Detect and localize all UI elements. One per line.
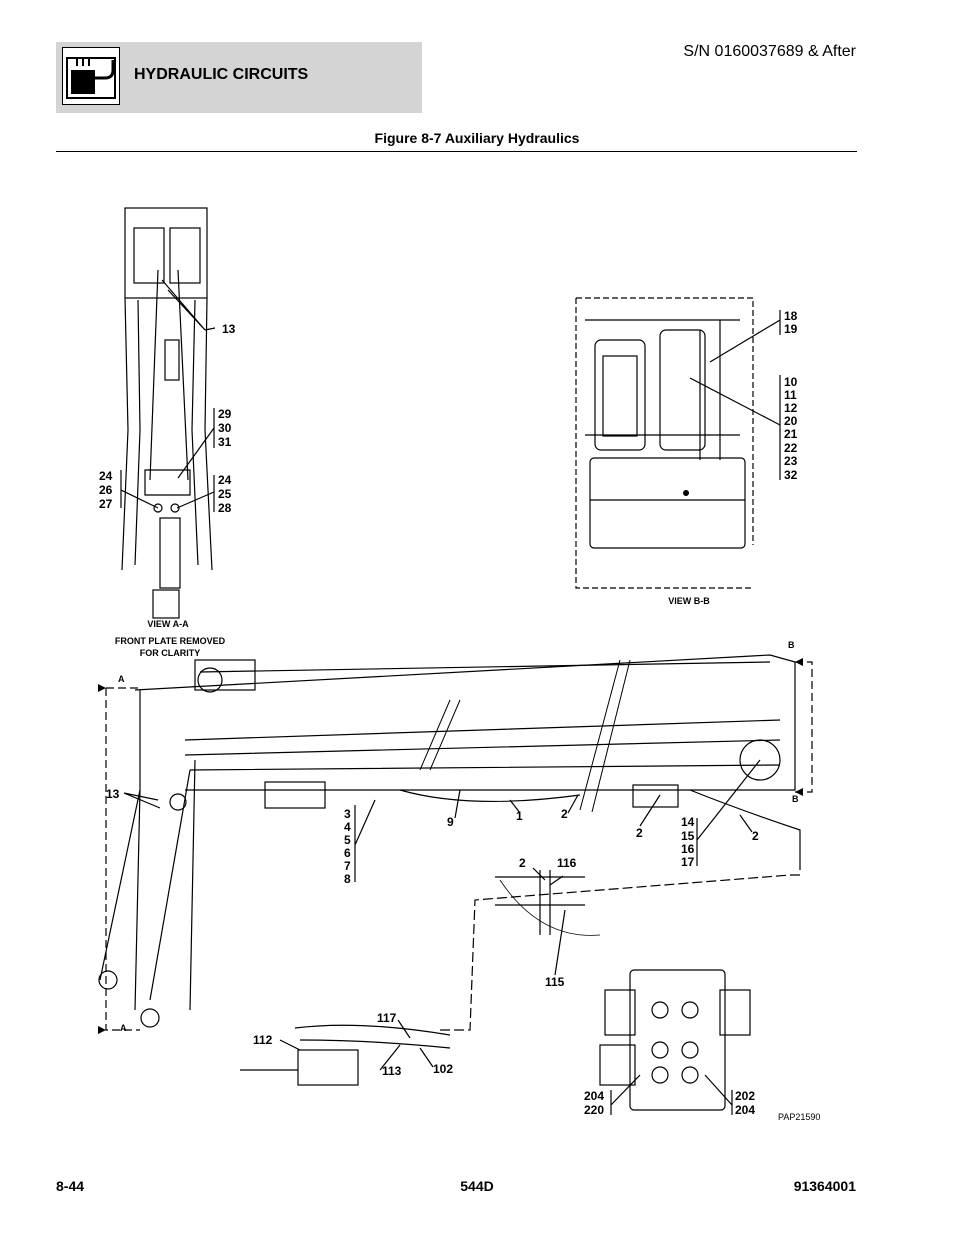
callout-202: 202 [735,1089,755,1103]
view-bb-label: VIEW B-B [668,596,710,606]
callout-117: 117 [377,1011,397,1025]
view-aa-note-line-1: FRONT PLATE REMOVED [115,636,226,646]
callout-14: 14 [681,815,695,829]
view-aa-drawing [121,207,213,619]
callout-11: 11 [784,388,797,402]
callout-20: 20 [784,414,798,428]
section-b-bottom: B [792,794,799,804]
section-b-top: B [788,640,795,650]
callout-220: 220 [584,1103,604,1117]
callout-204-left: 204 [584,1089,604,1103]
callout-112: 112 [253,1033,273,1047]
callout-16: 16 [681,842,695,856]
callout-8: 8 [344,872,351,886]
boom-assembly-drawing [98,654,801,1028]
callout-13-view-aa: 13 [222,322,236,336]
callout-21: 21 [784,427,798,441]
callout-6: 6 [344,846,351,860]
callout-4: 4 [344,820,351,834]
header-rule [56,151,857,152]
callout-115: 115 [545,975,565,989]
callout-2-a: 2 [561,807,568,821]
callout-18: 18 [784,309,798,323]
callout-22: 22 [784,441,798,455]
view-aa-note-line-2: FOR CLARITY [140,648,201,658]
callout-113: 113 [382,1064,402,1078]
section-a-top: A [118,674,125,684]
page-number: 8-44 [56,1178,85,1194]
callout-17: 17 [681,855,695,869]
callout-204-right: 204 [735,1103,755,1117]
model-number: 544D [460,1178,494,1194]
callout-2-c: 2 [752,829,759,843]
callout-24-right: 24 [218,473,232,487]
view-aa-label: VIEW A-A [147,619,189,629]
document-number: 91364001 [793,1178,856,1194]
section-title: HYDRAULIC CIRCUITS [134,66,309,83]
callout-116: 116 [557,856,577,870]
hydraulic-tank-icon [62,47,120,105]
callout-19: 19 [784,322,798,336]
view-bb-drawing [575,297,754,589]
callout-12: 12 [784,401,798,415]
section-a-bottom: A [120,1023,127,1033]
callout-102: 102 [433,1062,453,1076]
callout-24-left: 24 [99,469,113,483]
callout-28: 28 [218,501,232,515]
control-valve-drawing [599,969,751,1111]
callout-32: 32 [784,468,798,482]
callout-9: 9 [447,815,454,829]
callout-5: 5 [344,833,351,847]
callout-25: 25 [218,487,232,501]
callout-23: 23 [784,454,798,468]
callout-29: 29 [218,407,232,421]
callout-2-d: 2 [519,856,526,870]
callout-1: 1 [516,809,523,823]
callout-2-b: 2 [636,826,643,840]
callout-27: 27 [99,497,113,511]
callout-13-main: 13 [106,787,120,801]
callout-31: 31 [218,435,232,449]
callout-26: 26 [99,483,113,497]
callout-15: 15 [681,829,695,843]
figure-title: Figure 8-7 Auxiliary Hydraulics [374,130,580,146]
drawing-ref-code: PAP21590 [778,1112,820,1122]
callout-3: 3 [344,807,351,821]
callout-10: 10 [784,375,798,389]
serial-number: S/N 0160037689 & After [683,43,856,60]
callout-30: 30 [218,421,232,435]
callout-7: 7 [344,859,351,873]
